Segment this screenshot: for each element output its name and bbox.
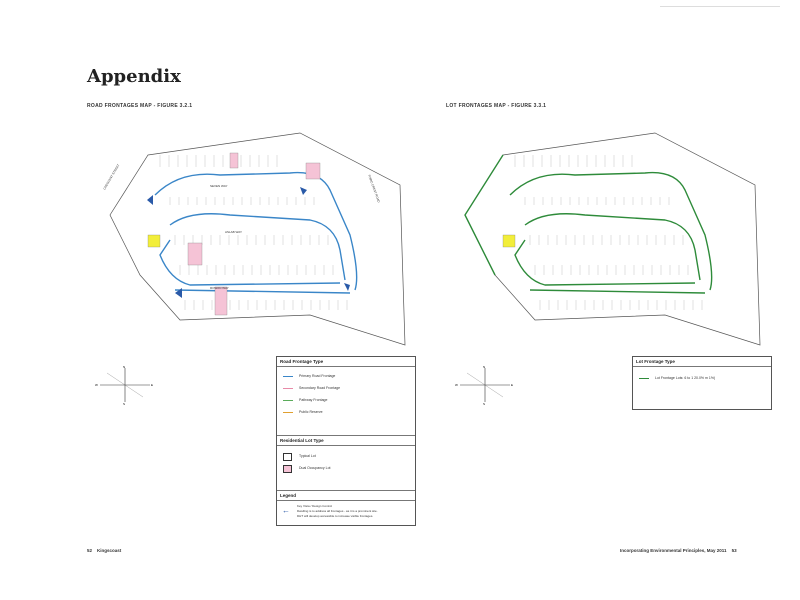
- lot-frontages-map: [464, 132, 761, 346]
- public-reserve-swatch: [283, 412, 293, 413]
- compass-rose-left: N S E W: [95, 365, 153, 405]
- pathway-swatch: [283, 400, 293, 401]
- compass-e: E: [511, 383, 513, 387]
- legend-text-3: DHT will develop accessible to increase …: [297, 514, 374, 518]
- lot-grid: [514, 155, 703, 310]
- street-label-crescent: CRESCENT STREET: [102, 163, 120, 190]
- compass-n: N: [123, 365, 125, 369]
- lot-frontage-heading: Lot Frontage Type: [633, 357, 771, 367]
- footer-left-label: Kingscoast: [97, 548, 122, 553]
- footer-left: 52 Kingscoast: [87, 548, 121, 553]
- typical-lot-swatch: [283, 453, 292, 461]
- street-label-rowan-way: ROWAN WAY: [210, 286, 229, 290]
- right-figure-title: LOT FRONTAGES MAP - FIGURE 3.3.1: [446, 103, 547, 109]
- road-frontage-heading: Road Frontage Type: [277, 357, 415, 367]
- primary-road-label: Primary Road Frontage: [299, 374, 336, 378]
- road-frontages-map: SEVEN WAY ASLAB WAY ROWAN WAY CRESCENT S…: [102, 132, 406, 346]
- compass-e: E: [151, 383, 153, 387]
- public-reserve-label: Public Reserve: [299, 410, 323, 414]
- footer-left-number: 52: [87, 548, 93, 553]
- pathway-label: Pathway Frontage: [299, 398, 328, 402]
- lot-frontage-swatch: [639, 378, 649, 379]
- street-label-aslab-way: ASLAB WAY: [225, 230, 242, 234]
- lot-frontage-label: Lot Frontage Lots: 6 to 1 20.0% m 1%): [655, 376, 716, 380]
- compass-w: W: [95, 383, 98, 387]
- dual-occupancy-lots: [187, 152, 321, 316]
- legend-text-1: Key Vista / Design Control: [297, 504, 332, 508]
- key-vista-arrows: [147, 187, 350, 298]
- lot-type-heading: Residential Lot Type: [277, 435, 415, 446]
- street-label-seven-way: SEVEN WAY: [210, 184, 228, 188]
- dual-lot-swatch: [283, 465, 292, 473]
- footer-right: Incorporating Environmental Principles, …: [620, 548, 737, 553]
- road-frontage-legend: Road Frontage Type Primary Road Frontage…: [276, 356, 416, 526]
- primary-road-swatch: [283, 376, 293, 377]
- page-corner-line: [660, 6, 780, 7]
- key-vista-arrow-icon: ←: [282, 506, 290, 515]
- highlighted-lot: [502, 234, 516, 248]
- compass-w: W: [455, 383, 458, 387]
- highlighted-lot: [147, 234, 161, 248]
- compass-s: S: [483, 402, 485, 405]
- compass-rose-right: N S E W: [455, 365, 513, 405]
- page-title: Appendix: [87, 66, 181, 87]
- typical-lot-label: Typical Lot: [299, 454, 316, 458]
- compass-s: S: [123, 402, 125, 405]
- dual-lot-label: Dual Occupancy Lot: [299, 466, 331, 470]
- footer-right-number: 53: [731, 548, 737, 553]
- left-figure-title: ROAD FRONTAGES MAP - FIGURE 3.2.1: [87, 103, 193, 109]
- footer-right-label: Incorporating Environmental Principles, …: [620, 548, 727, 553]
- legend-heading: Legend: [277, 490, 415, 501]
- secondary-road-swatch: [283, 388, 293, 389]
- lot-frontage-legend: Lot Frontage Type Lot Frontage Lots: 6 t…: [632, 356, 772, 410]
- legend-text-2: Dwelling is to address all frontages - a…: [297, 509, 378, 513]
- compass-n: N: [483, 365, 485, 369]
- secondary-road-label: Secondary Road Frontage: [299, 386, 341, 390]
- green-lot-frontages: [464, 154, 713, 294]
